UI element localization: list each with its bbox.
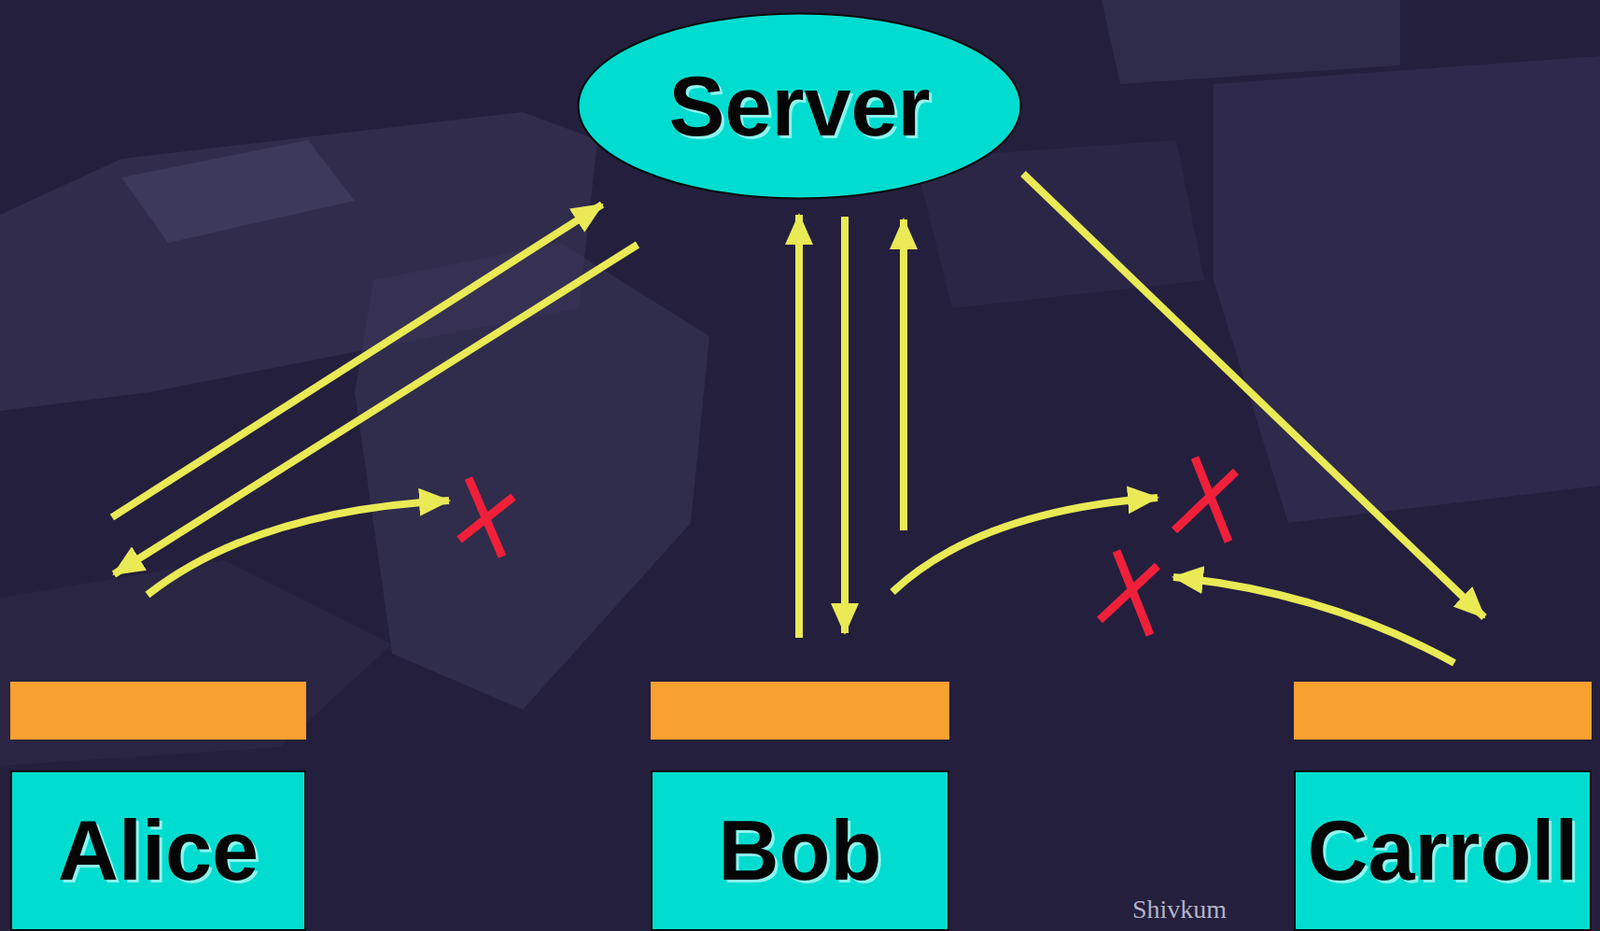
- parking-lot: [0, 560, 393, 766]
- node-label: Alice: [57, 808, 259, 893]
- building: [1213, 56, 1600, 523]
- message-arrow: [113, 244, 638, 575]
- building: [1101, 0, 1401, 85]
- blocked-arrow: [892, 497, 1158, 592]
- message-arrow: [795, 214, 803, 638]
- blocked-arrow: [1173, 576, 1455, 663]
- blocked-arrow: [147, 500, 450, 595]
- red-cross: [459, 477, 514, 557]
- orange-bar: [650, 681, 950, 740]
- node-label: Carroll: [1306, 808, 1578, 893]
- client-box: Bob: [650, 770, 950, 931]
- client-box: Alice: [10, 770, 307, 931]
- message-arrow: [1023, 173, 1485, 618]
- red-cross: [1099, 550, 1158, 635]
- orange-bar: [10, 681, 307, 740]
- node-label: Server: [668, 64, 930, 149]
- server-ellipse: Server: [576, 12, 1023, 200]
- message-arrow: [841, 216, 849, 633]
- red-cross: [1174, 457, 1236, 542]
- message-arrow: [899, 219, 908, 531]
- client-box: Carroll: [1293, 770, 1592, 931]
- orange-bar: [1293, 681, 1592, 740]
- message-arrow: [112, 204, 603, 518]
- building-roof: [121, 140, 355, 243]
- watermark-text: Shivkum: [1132, 894, 1227, 925]
- node-label: Bob: [718, 808, 883, 893]
